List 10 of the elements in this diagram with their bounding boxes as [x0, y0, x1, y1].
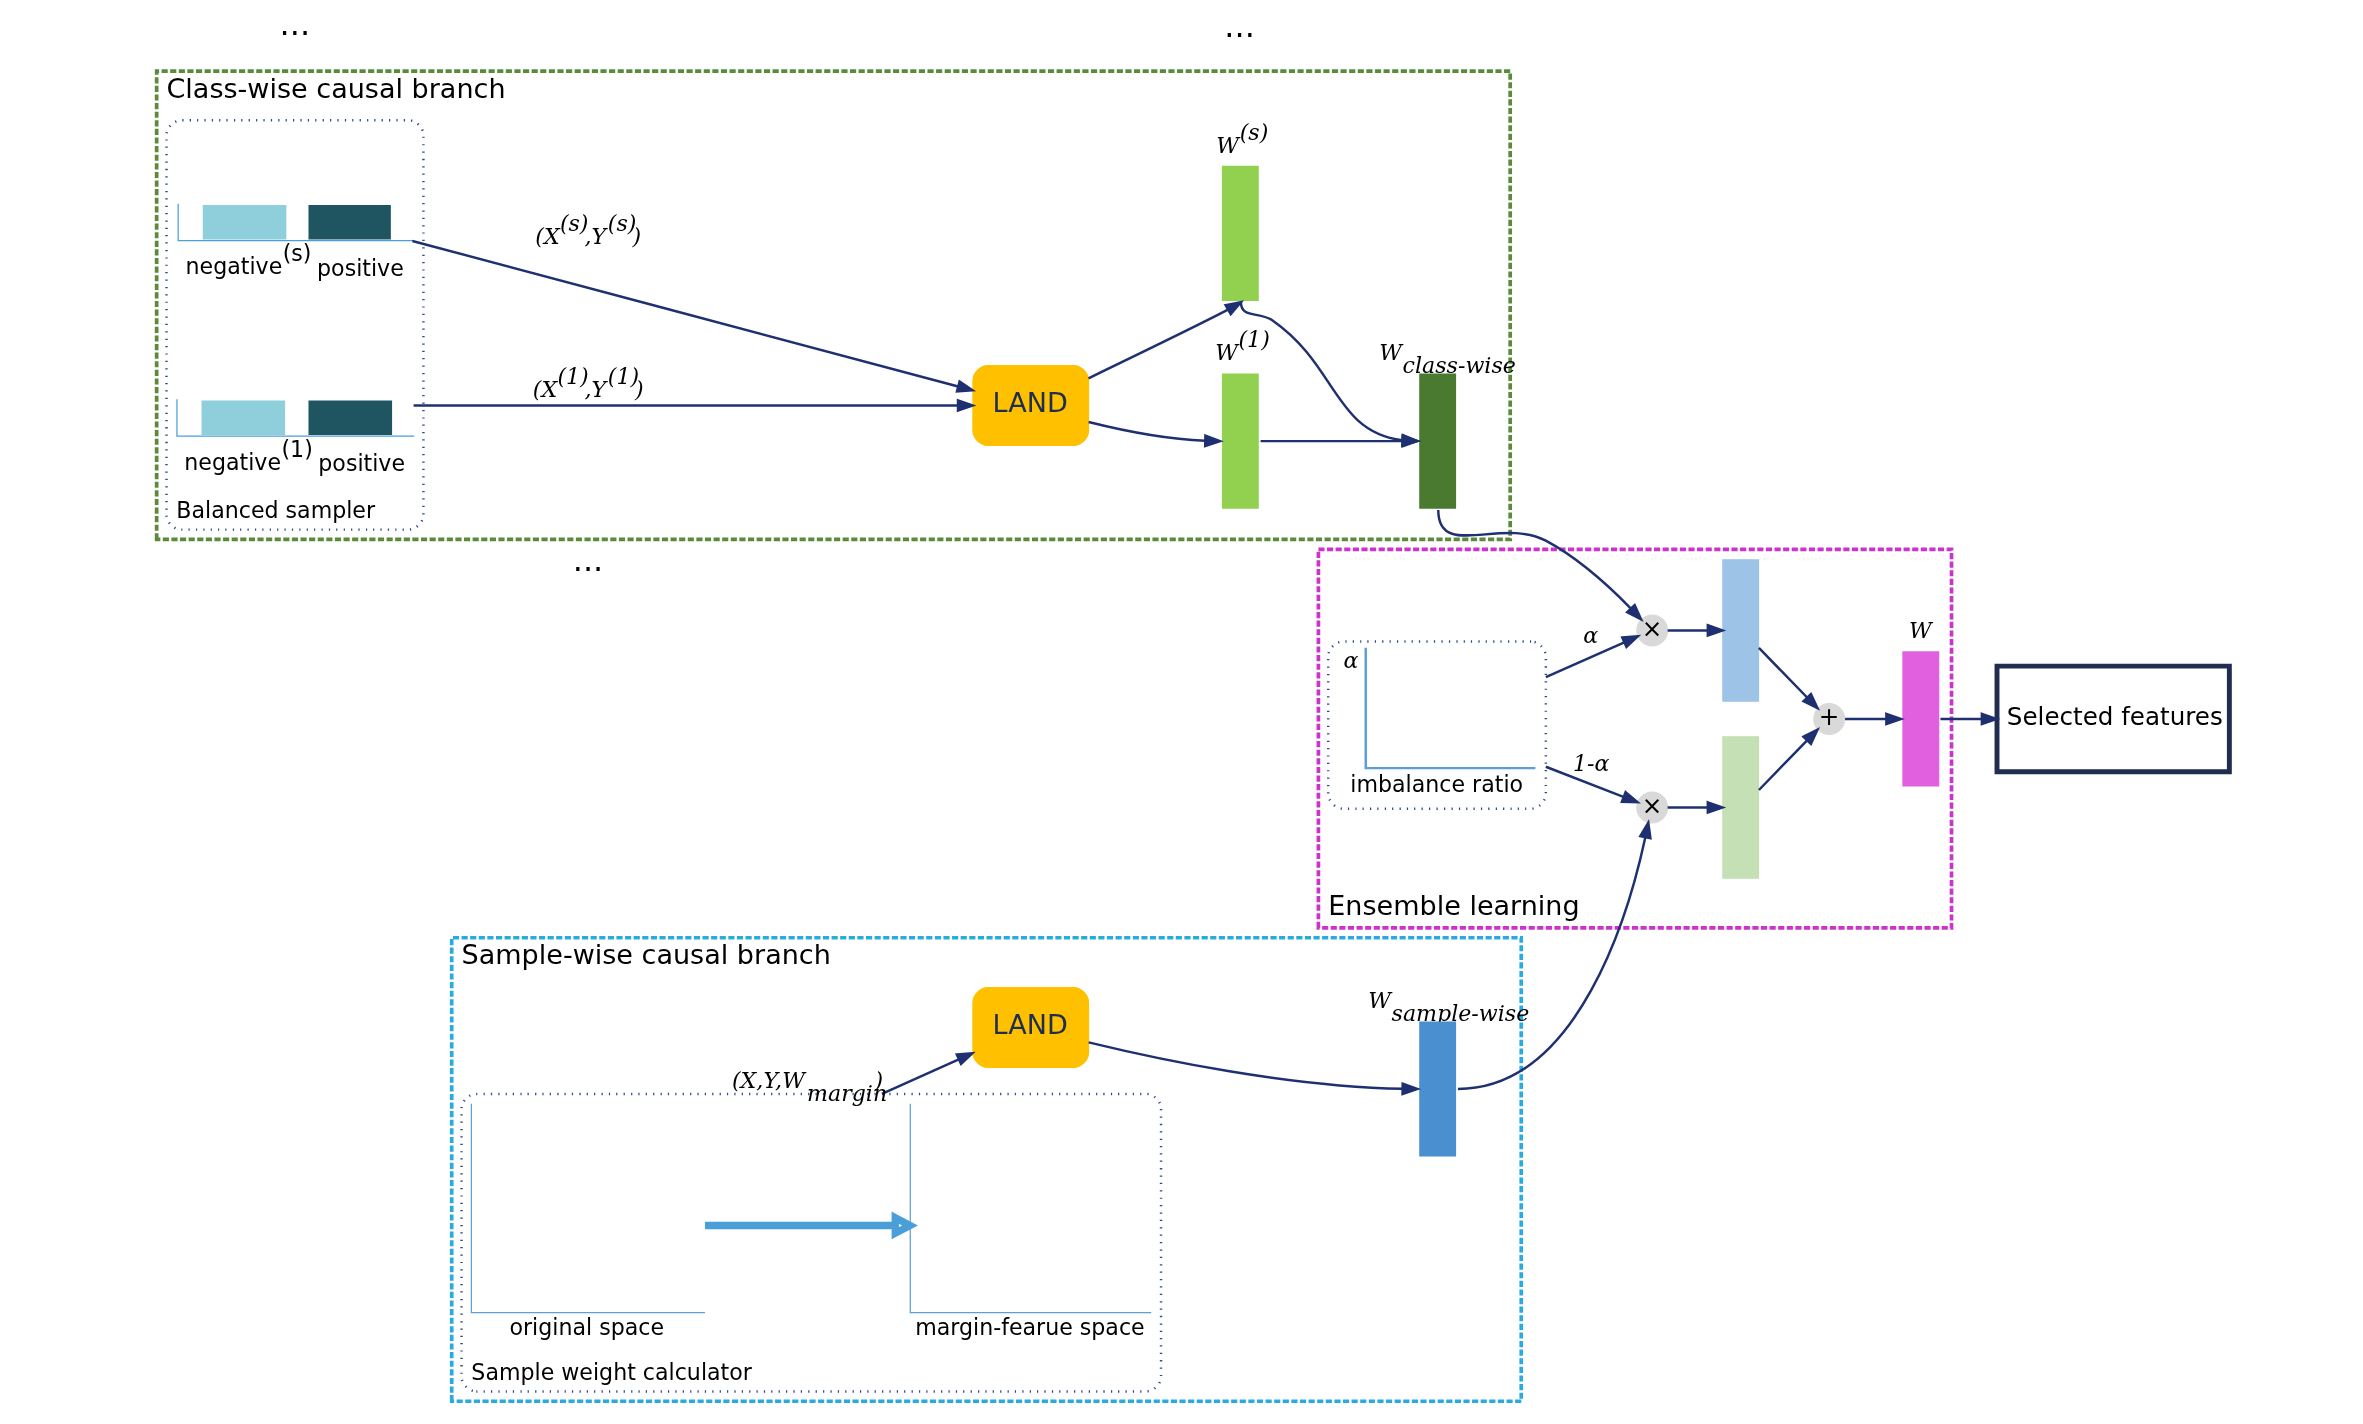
- label: ···: [279, 13, 310, 52]
- label: ···: [572, 549, 603, 588]
- node-label: positive: [317, 449, 405, 476]
- node-text: margin-fearue space: [914, 1313, 1145, 1340]
- edge-label: α: [1582, 621, 1598, 648]
- node-text: original space: [508, 1313, 664, 1340]
- edge-label: 1-α: [1572, 749, 1609, 776]
- node-label: W: [1908, 616, 1932, 643]
- node-label: positive: [316, 254, 404, 281]
- label: ···: [1223, 15, 1255, 54]
